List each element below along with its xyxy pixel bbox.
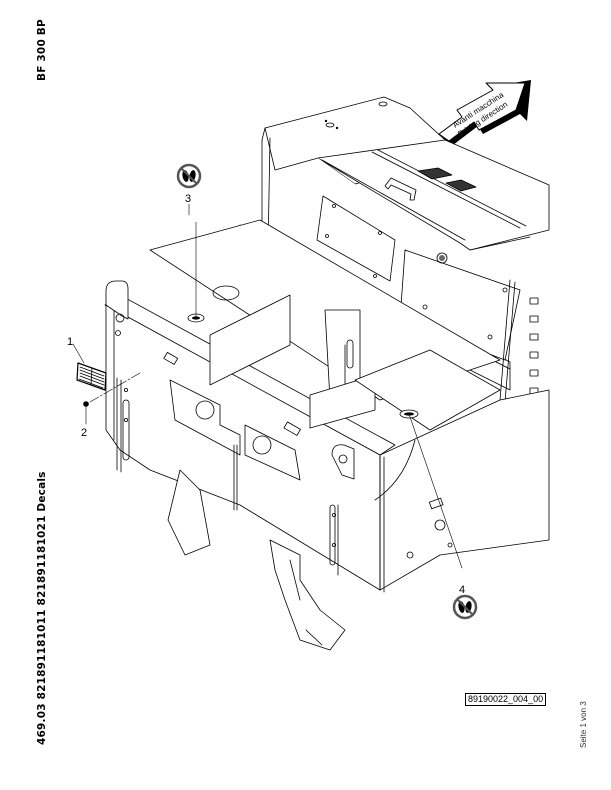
main-frame — [104, 219, 550, 651]
rivet-item-2 — [83, 401, 89, 425]
driving-direction-arrow: Avanti macchina Driving direction — [438, 80, 531, 145]
side-grille — [529, 297, 539, 413]
callout-4: 4 — [459, 584, 465, 596]
callout-3: 3 — [185, 193, 191, 205]
no-step-icon — [452, 594, 478, 620]
callout-2: 2 — [81, 427, 87, 439]
callout-1: 1 — [67, 336, 73, 348]
drawing-id-box: 89190022_004_00 — [465, 693, 547, 706]
decal-plate-item-1 — [72, 343, 141, 403]
hood-vents — [417, 167, 477, 192]
no-step-icon — [176, 163, 202, 189]
